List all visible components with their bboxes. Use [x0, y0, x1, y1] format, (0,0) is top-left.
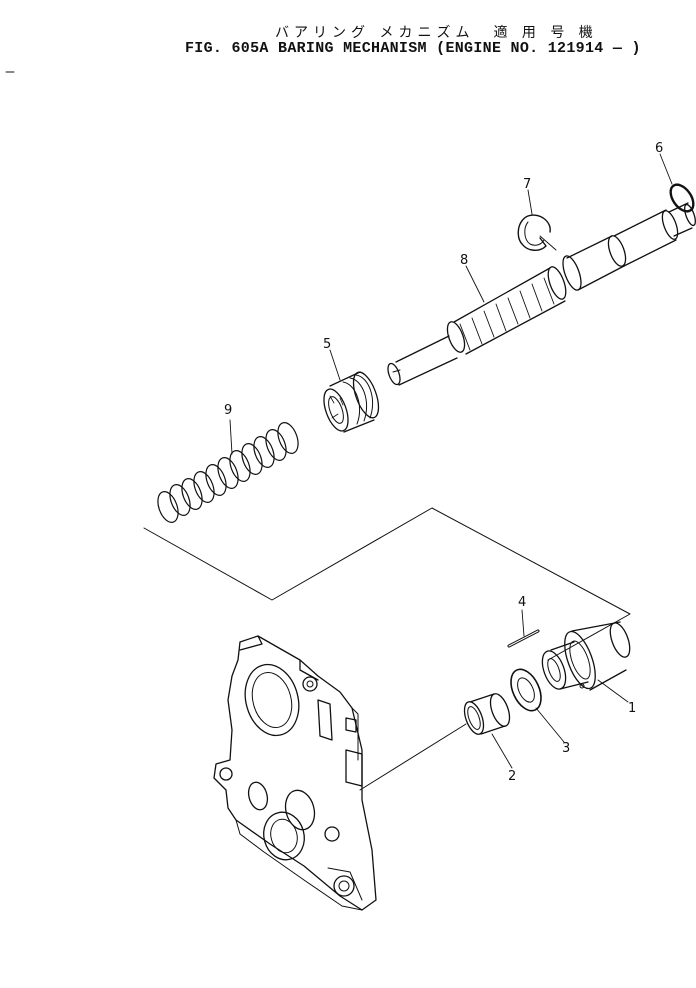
part-6-o-ring	[669, 183, 695, 213]
assembly-outline	[143, 507, 631, 661]
callout-6: 6	[655, 141, 663, 156]
callout-9: 9	[224, 403, 232, 418]
part-4-pin	[507, 629, 540, 648]
part-2-bushing	[463, 693, 511, 735]
gear-case-cover	[213, 635, 377, 911]
part-1-flanged-housing	[541, 621, 631, 691]
callout-2: 2	[508, 769, 516, 784]
callout-8: 8	[460, 253, 468, 268]
leader-lines	[229, 153, 673, 769]
figure-title: FIG. 605A BARING MECHANISM (ENGINE NO. 1…	[185, 40, 641, 57]
callout-5: 5	[323, 337, 331, 352]
callout-7: 7	[523, 177, 531, 192]
part-8-splined-shaft	[387, 202, 696, 386]
callout-1: 1	[628, 701, 636, 716]
part-9-coil-spring	[157, 422, 299, 523]
part-7-snap-ring	[517, 214, 551, 251]
callout-4: 4	[518, 595, 526, 610]
part-5-geared-sleeve	[323, 371, 380, 433]
part-3-washer	[510, 668, 542, 712]
figure-title-japanese: バアリング メカニズム 適 用 号 機	[275, 25, 598, 41]
callout-3: 3	[562, 741, 570, 756]
